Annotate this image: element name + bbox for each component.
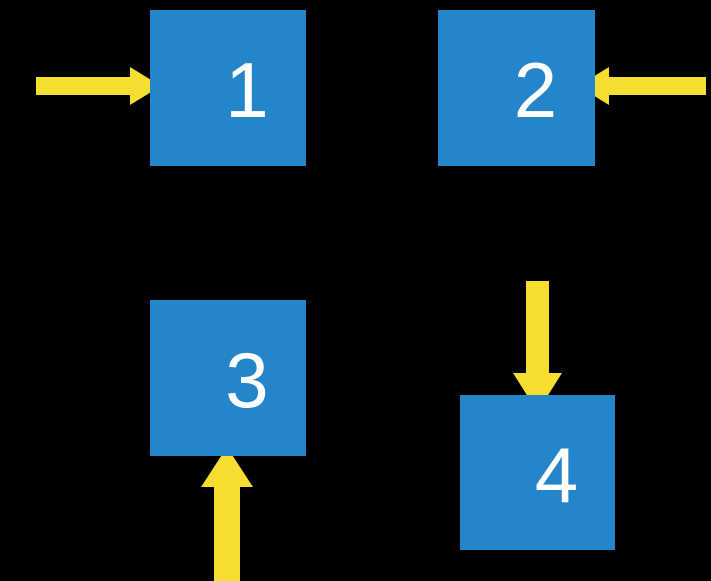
- arrow-into-box-3: [201, 447, 253, 581]
- node-box-2-label: 2: [513, 46, 558, 134]
- arrow-into-box-4: [513, 281, 562, 412]
- node-box-4[interactable]: [460, 395, 615, 550]
- arrow-up-icon: [201, 447, 253, 581]
- node-box-3[interactable]: [150, 300, 306, 456]
- arrow-down-icon: [513, 281, 562, 412]
- node-box-1-label: 1: [225, 46, 269, 134]
- node-box-4-label: 4: [534, 431, 579, 519]
- arrow-left-icon: [578, 67, 706, 105]
- node-box-1[interactable]: [150, 10, 306, 166]
- arrow-right-icon: [36, 67, 161, 105]
- node-box-2[interactable]: [438, 10, 595, 166]
- arrow-into-box-1: [36, 67, 161, 105]
- node-box-3-label: 3: [225, 336, 269, 424]
- arrow-into-box-2: [578, 67, 706, 105]
